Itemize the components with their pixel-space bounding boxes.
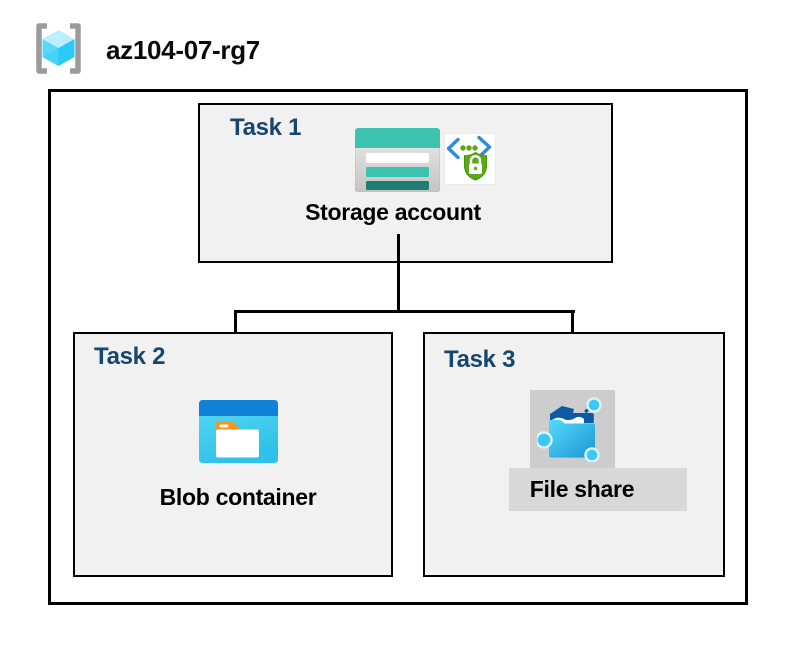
file-share-icon xyxy=(537,397,602,462)
blob-container-icon xyxy=(199,400,278,463)
connector-branch-horizontal xyxy=(234,310,575,313)
resource-group-icon xyxy=(36,23,81,74)
file-share-label: File share xyxy=(529,476,635,502)
storage-account-label: Storage account xyxy=(305,199,481,225)
connector-storage-trunk xyxy=(397,234,400,312)
storage-account-icon xyxy=(355,128,440,192)
blob-container-label: Blob container xyxy=(159,484,317,510)
task-1-label: Task 1 xyxy=(230,114,302,141)
resource-group-name: az104-07-rg7 xyxy=(106,35,260,65)
task-3-label: Task 3 xyxy=(444,346,516,373)
file-share-highlight-band: File share xyxy=(509,468,687,511)
task-2-label: Task 2 xyxy=(94,343,166,370)
sas-security-icon xyxy=(444,133,496,185)
